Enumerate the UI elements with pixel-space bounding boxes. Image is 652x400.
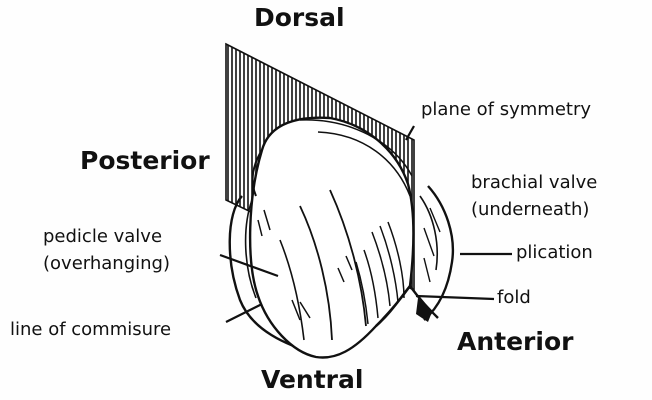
label-posterior: Posterior bbox=[80, 146, 210, 176]
label-brachial-valve-note: (underneath) bbox=[471, 199, 589, 221]
label-ventral: Ventral bbox=[261, 365, 363, 395]
label-plication: plication bbox=[516, 242, 593, 264]
pedicle-valve-body bbox=[250, 118, 413, 358]
label-line-of-commissure: line of commisure bbox=[10, 319, 171, 341]
label-fold: fold bbox=[497, 287, 531, 309]
label-plane-of-symmetry: plane of symmetry bbox=[421, 99, 591, 121]
brachial-valve-right-flank bbox=[424, 186, 453, 320]
label-brachial-valve: brachial valve bbox=[471, 172, 597, 194]
label-dorsal: Dorsal bbox=[254, 3, 345, 33]
label-anterior: Anterior bbox=[457, 327, 573, 357]
label-pedicle-valve: pedicle valve bbox=[43, 226, 162, 248]
label-pedicle-valve-note: (overhanging) bbox=[43, 253, 170, 275]
